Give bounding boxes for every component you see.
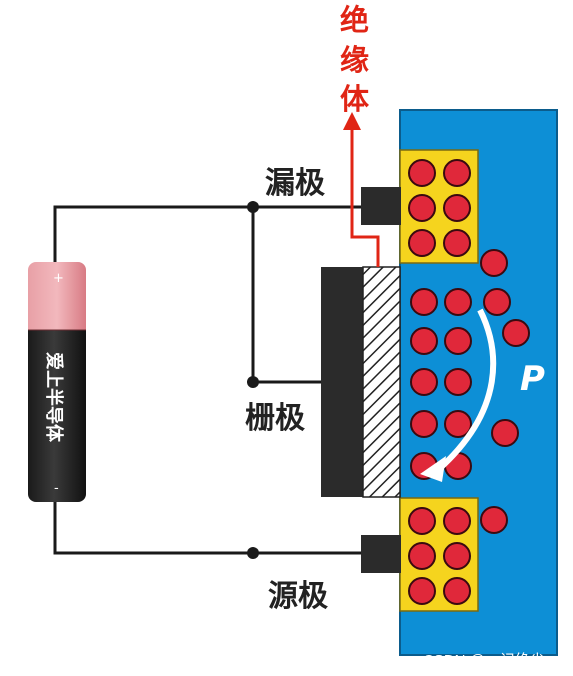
drain-label: 漏极 <box>265 166 325 201</box>
carrier-particle <box>443 507 471 535</box>
carrier-particle <box>408 159 436 187</box>
insulator-layer <box>362 266 401 498</box>
carrier-particle <box>444 288 472 316</box>
battery: + - 爱上半导体 <box>28 262 86 502</box>
insulator-label-1: 绝 <box>340 3 369 37</box>
carrier-particle <box>443 229 471 257</box>
carrier-particle <box>483 288 511 316</box>
channel-label: P <box>520 359 545 399</box>
insulator-pointer <box>350 128 380 267</box>
carrier-particle <box>443 577 471 605</box>
gate-label: 栅极 <box>245 401 305 436</box>
carrier-particle <box>480 506 508 534</box>
carrier-particle <box>408 507 436 535</box>
watermark: CSDN @一记绝尘 <box>423 652 545 669</box>
carrier-particle <box>410 410 438 438</box>
battery-text: 爱上半导体 <box>43 352 65 443</box>
drain-junction <box>247 201 259 213</box>
carrier-particle <box>443 159 471 187</box>
carrier-particle <box>444 410 472 438</box>
carrier-particle <box>410 327 438 355</box>
carrier-particle <box>444 327 472 355</box>
carrier-particle <box>502 319 530 347</box>
carrier-particle <box>408 577 436 605</box>
gate-block <box>321 267 363 497</box>
carrier-particle <box>491 419 519 447</box>
particle-group <box>408 159 530 605</box>
carrier-particle <box>410 288 438 316</box>
carrier-particle <box>408 194 436 222</box>
carrier-particle <box>408 542 436 570</box>
battery-minus: - <box>54 481 59 496</box>
source-label: 源极 <box>268 579 328 614</box>
carrier-particle <box>443 542 471 570</box>
circuit-wires <box>53 205 361 555</box>
carrier-particle <box>443 194 471 222</box>
carrier-particle <box>410 368 438 396</box>
carrier-particle <box>444 368 472 396</box>
gate-junction <box>247 376 259 388</box>
source-junction <box>247 547 259 559</box>
insulator-label-2: 缘 <box>340 43 369 77</box>
insulator-label-3: 体 <box>340 82 370 116</box>
channel-arrow <box>435 308 497 473</box>
insulator-pointer-head <box>343 112 361 130</box>
battery-plus: + <box>53 271 64 286</box>
carrier-particle <box>480 249 508 277</box>
carrier-particle <box>408 229 436 257</box>
channel-arrowhead <box>420 456 446 482</box>
